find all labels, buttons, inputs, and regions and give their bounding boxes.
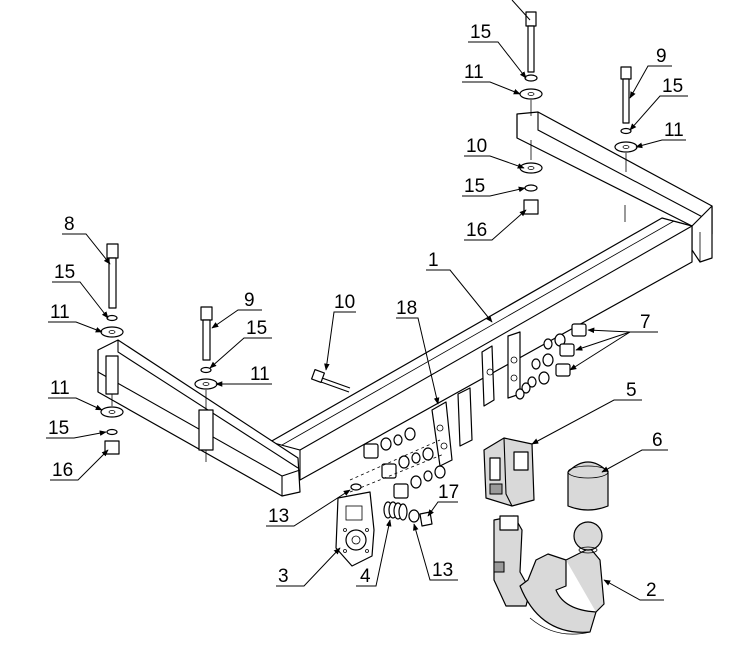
- callout-10-top: 10: [466, 136, 487, 157]
- spring-washer: [620, 127, 632, 135]
- spring-washer-lower: [524, 184, 538, 192]
- callout-13-left: 13: [268, 506, 289, 527]
- flat-washer: [614, 141, 638, 153]
- callout-18: 18: [396, 298, 417, 319]
- callout-3: 3: [278, 566, 289, 587]
- bolt-7-c: [555, 363, 571, 377]
- leader-lines: [46, 0, 688, 601]
- arm-curve: [519, 553, 597, 633]
- bolt-shank: [622, 78, 630, 124]
- spring-washer: [200, 366, 212, 374]
- horizontal-bolt: [310, 368, 351, 393]
- callout-4: 4: [360, 566, 371, 587]
- bolt-head: [200, 306, 213, 321]
- bolt-head: [525, 11, 537, 27]
- bolt-7-a: [571, 323, 587, 337]
- callout-15-top: 15: [470, 22, 491, 43]
- callout-16-left: 16: [52, 460, 73, 481]
- nut-17: [419, 511, 433, 527]
- flat-washer-lower: [100, 406, 124, 418]
- bolt-7-b: [559, 343, 575, 357]
- bolt-stack-left-rear: [194, 306, 218, 410]
- bolt-set-lower: [349, 427, 446, 499]
- callout-1: 1: [428, 250, 439, 271]
- tow-ball: [573, 521, 603, 551]
- callout-11-right: 11: [664, 120, 684, 141]
- callout-11-left-front: 11: [50, 302, 70, 323]
- callout-13-right: 13: [432, 560, 453, 581]
- flat-washer: [100, 326, 124, 338]
- callout-9-left: 9: [244, 290, 255, 311]
- spring-washer: [524, 74, 538, 82]
- bolt-shank: [108, 257, 117, 309]
- callout-10-left: 10: [334, 292, 355, 313]
- callout-labels: 1 2 3 4 5 6 7 8 9 9 10 10 11 11 11 11 11…: [48, 22, 684, 601]
- bolt-set-7: [515, 323, 587, 400]
- bolt-head: [620, 66, 632, 80]
- callout-11-left-mid: 11: [250, 364, 270, 385]
- main-crossbar-frame: [97, 111, 713, 497]
- callout-8: 8: [64, 214, 75, 235]
- bracket-plate-4: [431, 401, 453, 467]
- callout-11-left-lower: 11: [50, 378, 70, 399]
- nut: [104, 440, 120, 455]
- left-sleeve-rear: [198, 409, 214, 451]
- callout-15-left-mid: 15: [246, 318, 267, 339]
- callout-15-right: 15: [662, 76, 683, 97]
- bracket-plate-1: [481, 345, 495, 407]
- cap-body: [567, 461, 609, 511]
- callout-15-left-front: 15: [54, 262, 75, 283]
- callout-17: 17: [438, 482, 459, 503]
- arm-neck: [565, 547, 605, 613]
- callout-2: 2: [646, 580, 657, 601]
- bracket-plate-3: [457, 387, 473, 447]
- bolt-head: [106, 243, 119, 259]
- flat-washer: [519, 88, 543, 100]
- spring-assembly: [383, 501, 433, 527]
- bolt-shank: [527, 25, 535, 73]
- bolt-stack-right-rear: [614, 66, 638, 172]
- bolt-shank: [202, 319, 211, 361]
- ball-cap: [567, 461, 609, 511]
- callout-9-right: 9: [656, 46, 667, 67]
- bolt-head: [310, 368, 326, 384]
- nut: [523, 199, 539, 215]
- callout-7: 7: [640, 312, 651, 333]
- spring-washer-lower: [106, 428, 118, 436]
- callout-16-top: 16: [466, 220, 487, 241]
- washer-13-a: [350, 483, 362, 491]
- callout-5: 5: [626, 380, 637, 401]
- socket-plate: [335, 483, 375, 567]
- bolt-stack-top-right: [519, 11, 543, 215]
- mounting-brackets: [431, 331, 521, 467]
- callout-15-mid: 15: [464, 176, 485, 197]
- callout-6: 6: [652, 430, 663, 451]
- main-crossbar: [269, 217, 693, 481]
- bracket-plate-2: [507, 331, 521, 399]
- callout-15-left-lower: 15: [48, 418, 69, 439]
- washer-13-b: [408, 509, 420, 523]
- flat-washer: [194, 378, 218, 390]
- removable-head: [483, 437, 535, 507]
- tow-ball-arm: [493, 515, 605, 635]
- callout-11-top: 11: [464, 62, 484, 83]
- spring-washer: [106, 314, 118, 322]
- left-sleeve-front: [105, 355, 119, 395]
